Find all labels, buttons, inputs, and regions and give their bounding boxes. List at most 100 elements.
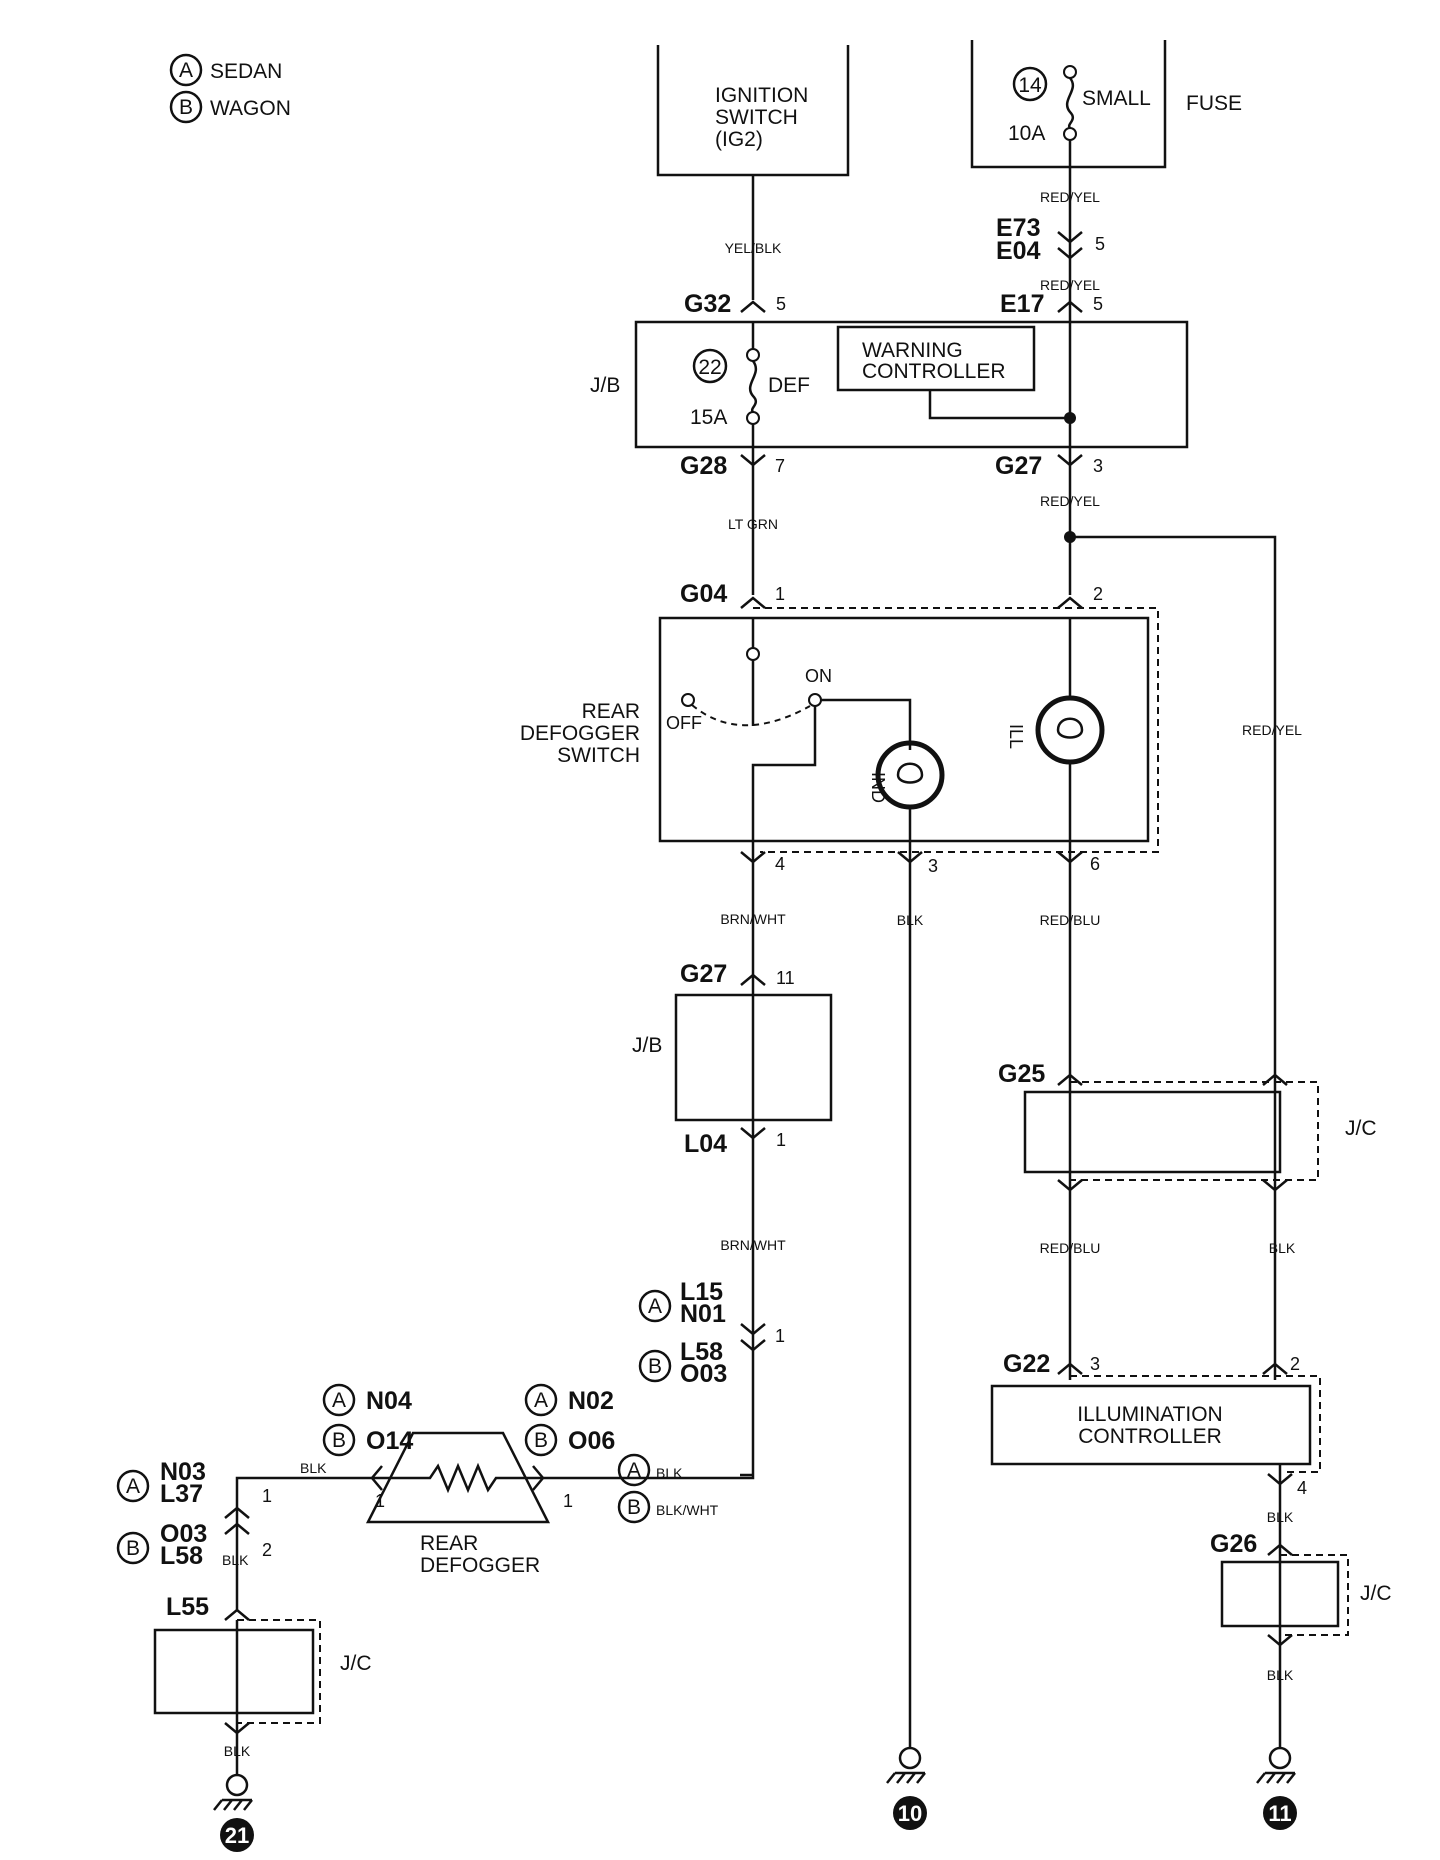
pin-sw-6: 6: [1090, 854, 1100, 874]
ill-label: ILL: [1006, 724, 1026, 749]
conn-l15: L15: [680, 1278, 723, 1306]
g22-pin2-connector: [1262, 1362, 1288, 1375]
legend-b-circle: [169, 90, 203, 124]
jc-g26: G26 J/C BLK 11: [1210, 1530, 1392, 1830]
conn-g26: G26: [1210, 1530, 1257, 1558]
ground-11-eye: [1268, 1746, 1292, 1770]
jb-mid-box: [674, 993, 833, 1122]
switch-off-terminal: [681, 693, 695, 707]
legend-a-text: SEDAN: [210, 60, 282, 83]
conn-g27-mid: G27: [680, 960, 727, 988]
variant-b-blkwht: B: [627, 1496, 641, 1519]
g22-pin4-connector: [1267, 1473, 1293, 1486]
pin-g27-mid: 11: [776, 968, 795, 988]
switch-travel-arc: [691, 704, 811, 727]
rear-defogger-element: [365, 1431, 551, 1524]
g25-left-out-label: RED/BLU: [1040, 1240, 1101, 1256]
fuse-14-top-terminal: [1063, 65, 1077, 79]
g26-out-connector: [1267, 1634, 1293, 1647]
fuse-box: 14 SMALL 10A FUSE: [970, 40, 1242, 169]
g28-wire-label: LT GRN: [728, 516, 778, 532]
variant-a-blk: A: [627, 1459, 641, 1482]
conn-e73: E73: [996, 214, 1040, 242]
switch-off-label: OFF: [666, 713, 702, 733]
switch-common-terminal: [746, 647, 760, 661]
pin-o03: 2: [262, 1540, 272, 1560]
pin-n03: 1: [262, 1486, 272, 1506]
fuse-box-outline: [970, 40, 1167, 169]
g04-pin2-connector: [1057, 596, 1083, 609]
g26-connector: [1267, 1543, 1293, 1556]
switch-label-line3: SWITCH: [557, 744, 640, 767]
jc-right: G25 J/C RED/BLU BLK: [998, 1060, 1377, 1256]
pin-sw-3: 3: [928, 856, 938, 876]
warning-controller-wire: [928, 390, 1070, 420]
o03-out-label: BLK: [222, 1552, 249, 1568]
fuse-14-element: [1065, 77, 1075, 129]
n03-connector: [224, 1506, 250, 1535]
g25-right-out-connector: [1262, 1179, 1288, 1192]
jb-mid-label: J/B: [632, 1034, 662, 1057]
sw3-wire-label: BLK: [897, 912, 924, 928]
ground-10: 10: [886, 1746, 927, 1830]
ground-11-num: 11: [1268, 1801, 1291, 1826]
l04-connector: [740, 1127, 766, 1140]
g22-pin3-connector: [1057, 1362, 1083, 1375]
jb-top-label: J/B: [590, 374, 620, 397]
rear-defogger-right-connector: [532, 1465, 545, 1491]
switch-on-to-ind: [821, 698, 912, 750]
fuse-14-circle: [1012, 66, 1048, 102]
variant-a-l15: A: [648, 1295, 662, 1318]
fuse-22-element: [748, 360, 758, 413]
switch-on-terminal: [808, 693, 822, 707]
conn-g25: G25: [998, 1060, 1045, 1088]
e04-out-wire-label: RED/YEL: [1040, 277, 1100, 293]
switch-on-label: ON: [805, 666, 832, 686]
ground-10-num: 10: [898, 1801, 922, 1826]
rear-defogger-switch: G04 1 2 REAR DEFOGGER SWITCH OFF ON IND …: [520, 580, 1159, 876]
jc-right-dashed: [1070, 1081, 1319, 1181]
g27-top-connector: [1057, 454, 1083, 467]
ground-21-num: 21: [225, 1823, 249, 1848]
switch-box: [658, 616, 1150, 843]
variant-a-n02: A: [534, 1389, 548, 1412]
def-left-label: BLK: [300, 1460, 327, 1476]
variant-a-n04: A: [332, 1389, 346, 1412]
right-bus-label: RED/YEL: [1242, 722, 1302, 738]
switch-label-line1: REAR: [582, 700, 640, 723]
conn-n02: N02: [568, 1387, 614, 1415]
fuse-22-num: 22: [698, 356, 721, 379]
rear-defogger: A N04 B O14 A N02 B O06 1 1 REAR DEFOGGE…: [235, 1383, 755, 1610]
conn-l04: L04: [684, 1130, 727, 1158]
ground-11-badge: [1263, 1796, 1297, 1830]
conn-o03-l: O03: [160, 1520, 207, 1548]
jb-top: J/B 22 DEF 15A WARNING CONTROLLER: [590, 320, 1189, 449]
sw6-wire-label: RED/BLU: [1040, 912, 1101, 928]
legend: A SEDAN B WAGON: [169, 53, 291, 124]
variant-a-circle-blk: [617, 1453, 651, 1487]
illumination-controller-dashed: [1070, 1375, 1321, 1473]
ign-wire-label: YEL/BLK: [725, 240, 782, 256]
conn-e17: E17: [1000, 290, 1044, 318]
fuse-14-bottom-terminal: [1063, 127, 1077, 141]
g25-left-connector: [1057, 1073, 1083, 1086]
variant-b-circle-o14: [322, 1423, 356, 1457]
jc-right-box: [1023, 1090, 1282, 1174]
l55-out-connector: [224, 1722, 250, 1735]
conn-n03: N03: [160, 1458, 206, 1486]
variant-a-circle-n02: [524, 1383, 558, 1417]
legend-a-circle: [169, 53, 203, 87]
pin-e17: 5: [1093, 294, 1103, 314]
ignition-switch-line3: (IG2): [715, 128, 763, 151]
e73-e04-connector: [1057, 231, 1083, 260]
warning-controller-box: [836, 325, 1036, 392]
illumination-controller-box: [990, 1384, 1312, 1466]
e17-connector: [1057, 300, 1083, 313]
pin-g22-2: 2: [1290, 1354, 1300, 1374]
switch-out-wires: BRN/WHT BLK RED/BLU: [720, 852, 1100, 1748]
ground-21-badge: [220, 1818, 254, 1852]
g32-connector: [740, 300, 766, 313]
conn-l58-l: L58: [160, 1542, 203, 1570]
l55-connector: [224, 1608, 250, 1621]
fuse-14-num: 14: [1018, 74, 1042, 97]
